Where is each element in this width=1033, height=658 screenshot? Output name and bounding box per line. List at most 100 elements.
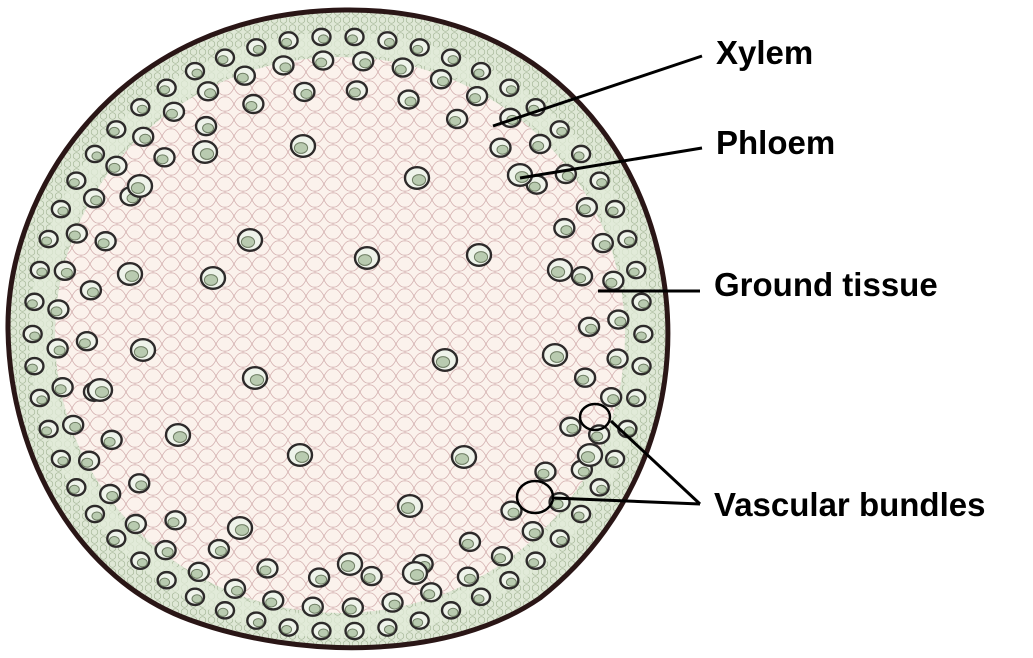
- xylem-cells: [347, 34, 358, 44]
- vascular-bundle: [506, 162, 534, 187]
- xylem-cells: [607, 206, 619, 216]
- xylem-cells: [204, 88, 217, 99]
- vascular-bundle: [272, 55, 295, 76]
- xylem-cells: [136, 558, 148, 568]
- vascular-bundle: [403, 165, 431, 190]
- vascular-bundle: [336, 552, 364, 577]
- vascular-bundle: [214, 601, 236, 620]
- xylem-cells: [130, 182, 146, 194]
- xylem-cells: [638, 363, 650, 373]
- vascular-bundle: [246, 38, 267, 57]
- xylem-cells: [400, 502, 416, 514]
- vascular-bundle: [626, 388, 647, 408]
- xylem-cells: [318, 628, 329, 638]
- xylem-cells: [473, 594, 485, 604]
- xylem-cells: [136, 104, 148, 114]
- vascular-bundle: [24, 292, 45, 312]
- xylem-cells: [41, 426, 53, 436]
- xylem-cells: [53, 345, 66, 356]
- xylem-cells: [57, 456, 69, 466]
- xylem-cells: [383, 37, 395, 47]
- xylem-cells: [50, 306, 63, 317]
- vascular-bundle: [577, 316, 601, 338]
- vascular-bundle: [589, 478, 610, 497]
- xylem-cells: [412, 618, 424, 628]
- xylem-cells: [231, 585, 244, 596]
- xylem-cells: [57, 206, 69, 216]
- vascular-bundle: [153, 147, 176, 168]
- xylem-cells: [159, 85, 171, 95]
- xylem-cells: [560, 225, 573, 236]
- vascular-bundle: [191, 139, 219, 164]
- xylem-cells: [217, 55, 229, 65]
- xylem-cells: [578, 204, 591, 215]
- xylem-cells: [635, 331, 647, 341]
- xylem-cells: [60, 267, 73, 278]
- vascular-bundle: [431, 348, 459, 373]
- vascular-bundle: [286, 443, 314, 468]
- xylem-cells: [103, 436, 116, 447]
- xylem-cells: [585, 323, 598, 334]
- xylem-cells: [423, 589, 436, 600]
- vascular-bundle: [194, 115, 218, 137]
- xylem-leader-line: [492, 54, 703, 128]
- xylem-cells: [315, 574, 328, 585]
- xylem-cells: [54, 384, 67, 395]
- vascular-bundle: [311, 27, 332, 47]
- vascular-bundle: [84, 504, 106, 524]
- vascular-bundle: [46, 338, 69, 359]
- xylem-cells: [26, 363, 38, 373]
- xylem-cells: [469, 93, 482, 104]
- vascular-bundle: [184, 587, 206, 607]
- vascular-bundle: [22, 324, 43, 344]
- xylem-cells: [293, 142, 309, 154]
- vascular-bundle: [450, 445, 478, 470]
- xylem-cells: [447, 55, 459, 65]
- vascular-bundle: [207, 538, 231, 560]
- xylem-cells: [217, 607, 229, 617]
- xylem-cells: [404, 96, 417, 107]
- vascular-bundle: [440, 48, 462, 67]
- xylem-cells: [167, 517, 180, 528]
- vascular-bundle: [311, 50, 335, 71]
- vascular-bundle: [29, 388, 50, 408]
- highlighted-bundle-lower: [515, 479, 555, 515]
- xylem-cells: [214, 546, 227, 557]
- vascular-bundle: [50, 199, 72, 219]
- vascular-bundle: [164, 510, 187, 531]
- vascular-bundle: [465, 85, 489, 107]
- xylem-cells: [580, 451, 596, 463]
- xylem-cells: [203, 274, 219, 286]
- vascular-bundle: [391, 57, 414, 78]
- vascular-bundle: [576, 443, 604, 468]
- leader-lines: [492, 54, 703, 515]
- xylem-cells: [344, 604, 357, 615]
- vascular-bundle: [126, 173, 154, 198]
- xylem-cells: [249, 374, 265, 386]
- xylem-cells: [161, 547, 174, 558]
- vascular-bundle: [500, 500, 523, 521]
- xylem-cells: [528, 181, 541, 192]
- xylem-cells: [596, 484, 608, 494]
- phloem-leader-line: [519, 146, 703, 180]
- xylem-cells: [86, 287, 99, 298]
- xylem-cells: [315, 57, 328, 68]
- vascular-bundle: [607, 309, 630, 330]
- xylem-cells: [159, 577, 171, 587]
- xylem-cells: [463, 573, 476, 584]
- vascular-bundle: [591, 232, 615, 254]
- vascular-bundle: [429, 69, 453, 90]
- xylem-cells: [577, 374, 590, 385]
- vascular-bundle: [223, 578, 247, 599]
- xylem-cells: [383, 625, 395, 635]
- vascular-bundle: [602, 270, 625, 291]
- vascular-bundle: [51, 377, 74, 398]
- vascular-bundle: [77, 450, 101, 471]
- xylem-cells: [202, 123, 215, 134]
- vascular-bundle: [626, 260, 647, 280]
- vascular-bundle: [541, 343, 569, 368]
- xylem-cells: [68, 178, 80, 188]
- vascular-bundle: [293, 81, 316, 103]
- xylem-cells: [605, 277, 618, 288]
- vascular-bundle: [130, 97, 151, 117]
